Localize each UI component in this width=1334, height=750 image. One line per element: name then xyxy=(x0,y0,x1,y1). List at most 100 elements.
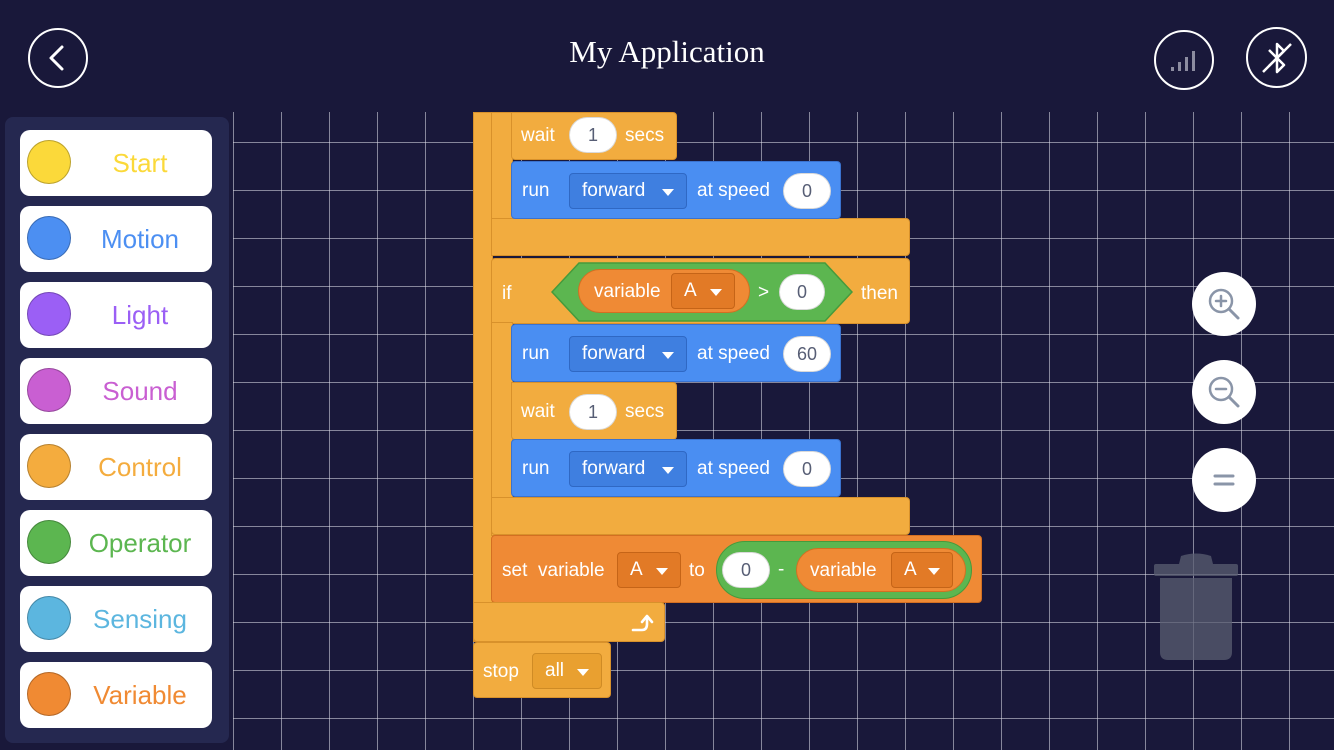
category-sensing-label: Sensing xyxy=(93,604,187,634)
set-variable-name-dropdown[interactable]: A xyxy=(617,552,681,588)
category-light[interactable]: Light xyxy=(20,282,212,348)
variable-name-dropdown[interactable]: A xyxy=(671,273,735,309)
speed-label: at speed xyxy=(697,458,770,479)
run-motor-block[interactable]: run forward at speed 0 xyxy=(511,439,841,497)
category-motion-color-dot xyxy=(27,216,71,260)
dropdown-arrow-icon xyxy=(662,189,674,196)
bluetooth-button[interactable] xyxy=(1246,27,1307,88)
then-label: then xyxy=(861,283,898,304)
operator-symbol: > xyxy=(758,282,770,303)
category-start-color-dot xyxy=(27,140,71,184)
app-header: My Application xyxy=(0,0,1334,112)
category-motion[interactable]: Motion xyxy=(20,206,212,272)
variable-name-dropdown[interactable]: A xyxy=(891,552,953,588)
wait-label: wait xyxy=(521,401,555,422)
category-sound[interactable]: Sound xyxy=(20,358,212,424)
variable-label: variable xyxy=(810,560,877,581)
to-label: to xyxy=(689,560,705,581)
wait-seconds-input[interactable]: 1 xyxy=(569,117,617,153)
speed-input[interactable]: 0 xyxy=(783,173,831,209)
wait-unit-label: secs xyxy=(625,125,665,146)
outer-loop-arm[interactable] xyxy=(473,112,493,642)
code-workspace[interactable]: wait 1 secs run forward at speed 0 if th… xyxy=(233,112,1334,750)
set-variable-name-value: A xyxy=(630,559,643,580)
category-sensing[interactable]: Sensing xyxy=(20,586,212,652)
category-sensing-color-dot xyxy=(27,596,71,640)
variable-reporter[interactable]: variable A xyxy=(578,269,750,313)
category-operator-color-dot xyxy=(27,520,71,564)
category-control[interactable]: Control xyxy=(20,434,212,500)
direction-dropdown[interactable]: forward xyxy=(569,173,687,209)
dropdown-arrow-icon xyxy=(656,568,668,575)
set-label: set xyxy=(502,560,528,581)
if-block-bottom[interactable] xyxy=(491,497,910,535)
stop-block[interactable]: stop all xyxy=(473,642,611,698)
outer-loop-bottom[interactable] xyxy=(473,602,665,642)
wait-label: wait xyxy=(521,125,555,146)
page-title: My Application xyxy=(569,34,765,69)
category-motion-label: Motion xyxy=(100,224,180,254)
category-light-label: Light xyxy=(111,300,169,330)
stop-option-value: all xyxy=(545,660,565,681)
bluetooth-disabled-icon xyxy=(1261,42,1292,73)
direction-value: forward xyxy=(582,458,646,479)
category-control-color-dot xyxy=(27,444,71,488)
reset-zoom-icon xyxy=(1213,474,1235,486)
direction-value: forward xyxy=(582,343,646,364)
variable-name-value: A xyxy=(904,559,917,580)
stop-label: stop xyxy=(483,661,519,682)
block-category-palette: Start Motion Light Sound Control Operato… xyxy=(5,117,229,743)
category-start[interactable]: Start xyxy=(20,130,212,196)
speed-label: at speed xyxy=(697,180,770,201)
trash-icon[interactable] xyxy=(1153,552,1239,662)
zoom-in-icon xyxy=(1208,288,1240,320)
run-label: run xyxy=(522,343,550,364)
dropdown-arrow-icon xyxy=(662,352,674,359)
category-sound-label: Sound xyxy=(102,376,178,406)
variable-name-value: A xyxy=(684,280,697,301)
wait-seconds-input[interactable]: 1 xyxy=(569,394,617,430)
speed-input[interactable]: 0 xyxy=(783,451,831,487)
category-start-label: Start xyxy=(112,148,168,178)
speed-label: at speed xyxy=(697,343,770,364)
category-variable-label: Variable xyxy=(93,680,187,710)
dropdown-arrow-icon xyxy=(662,467,674,474)
dropdown-arrow-icon xyxy=(928,568,940,575)
run-label: run xyxy=(522,180,550,201)
signal-button[interactable] xyxy=(1154,30,1214,90)
category-variable-color-dot xyxy=(27,672,71,716)
wait-block[interactable]: wait 1 secs xyxy=(511,382,677,440)
category-operator-label: Operator xyxy=(88,528,192,558)
variable-reporter[interactable]: variable A xyxy=(796,548,966,592)
variable-label: variable xyxy=(594,281,661,302)
category-operator[interactable]: Operator xyxy=(20,510,212,576)
subtract-left-input[interactable]: 0 xyxy=(722,552,770,588)
chevron-left-icon xyxy=(49,45,64,71)
if-label: if xyxy=(502,283,512,304)
speed-input[interactable]: 60 xyxy=(783,336,831,372)
run-label: run xyxy=(522,458,550,479)
signal-bars-icon xyxy=(1171,51,1195,71)
run-motor-block[interactable]: run forward at speed 0 xyxy=(511,161,841,219)
reset-zoom-button[interactable] xyxy=(1192,448,1256,512)
first-if-bottom[interactable] xyxy=(491,218,910,256)
direction-value: forward xyxy=(582,180,646,201)
direction-dropdown[interactable]: forward xyxy=(569,336,687,372)
back-button[interactable] xyxy=(28,28,88,88)
wait-unit-label: secs xyxy=(625,401,665,422)
category-light-color-dot xyxy=(27,292,71,336)
zoom-out-icon xyxy=(1208,376,1240,408)
category-sound-color-dot xyxy=(27,368,71,412)
compare-value-input[interactable]: 0 xyxy=(779,274,825,310)
zoom-in-button[interactable] xyxy=(1192,272,1256,336)
stop-option-dropdown[interactable]: all xyxy=(532,653,602,689)
loop-arrow-icon xyxy=(631,614,654,632)
zoom-out-button[interactable] xyxy=(1192,360,1256,424)
direction-dropdown[interactable]: forward xyxy=(569,451,687,487)
category-control-label: Control xyxy=(98,452,182,482)
category-variable[interactable]: Variable xyxy=(20,662,212,728)
run-motor-block[interactable]: run forward at speed 60 xyxy=(511,324,841,382)
dropdown-arrow-icon xyxy=(577,669,589,676)
dropdown-arrow-icon xyxy=(710,289,722,296)
wait-block[interactable]: wait 1 secs xyxy=(511,112,677,160)
